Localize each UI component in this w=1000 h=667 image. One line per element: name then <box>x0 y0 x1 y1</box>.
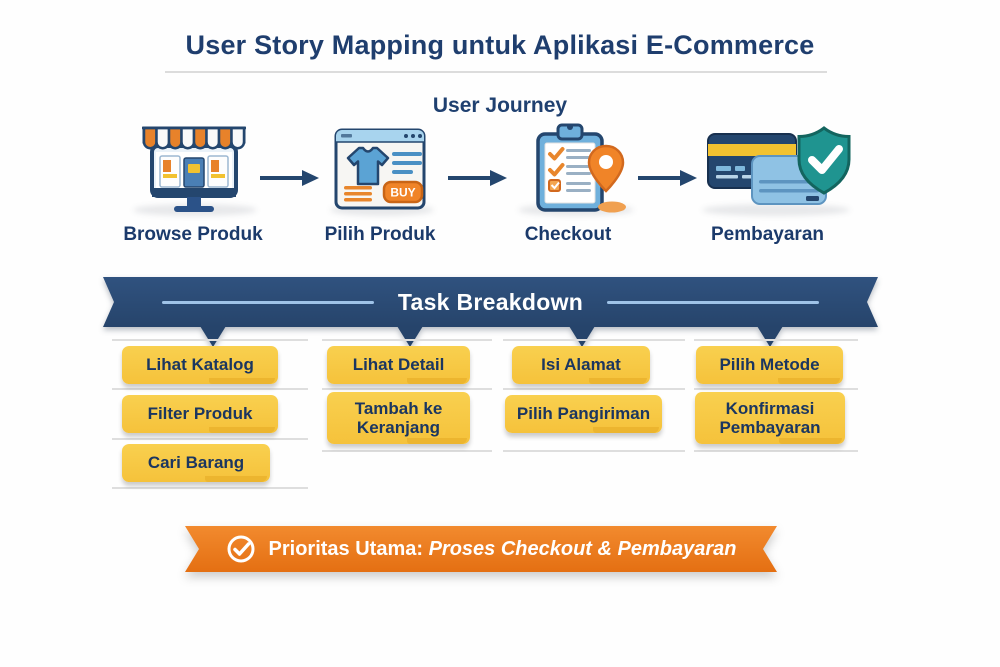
priority-emphasis: Proses Checkout & Pembayaran <box>428 537 737 560</box>
svg-text:BUY: BUY <box>390 186 415 200</box>
lane-separator <box>112 438 308 440</box>
lane-separator <box>503 450 685 452</box>
task-note: Filter Produk <box>122 395 278 433</box>
page-title: User Story Mapping untuk Aplikasi E-Comm… <box>185 30 815 60</box>
lane-separator <box>112 388 308 390</box>
lane-separator <box>322 388 492 390</box>
journey-step-label: Checkout <box>524 224 612 245</box>
lane-separator <box>503 388 685 390</box>
priority-ribbon: Prioritas Utama: Proses Checkout & Pemba… <box>185 526 777 572</box>
task-note: Tambah ke Keranjang <box>327 392 470 444</box>
banner-pointer-tab <box>569 326 595 347</box>
checkout-clipboard-icon <box>536 123 626 213</box>
task-note: Cari Barang <box>122 444 270 482</box>
journey-step-label: Pilih Produk <box>324 224 436 245</box>
banner-rule-right <box>607 301 819 304</box>
product-page-icon: BUY <box>334 128 426 210</box>
journey-step-label: Pembayaran <box>710 224 824 245</box>
check-circle-icon <box>226 534 256 564</box>
lane-separator <box>112 339 308 341</box>
lane-separator <box>694 388 858 390</box>
title-divider <box>165 71 827 73</box>
lane-separator <box>503 339 685 341</box>
payment-shield-icon <box>707 126 851 205</box>
priority-text: Prioritas Utama: Proses Checkout & Pemba… <box>269 538 737 561</box>
ground-shadow <box>702 204 850 216</box>
arrow-right-icon <box>260 170 319 186</box>
lane-separator <box>112 487 308 489</box>
task-note: Isi Alamat <box>512 346 650 384</box>
journey-heading: User Journey <box>432 94 568 117</box>
banner-rule-left <box>162 301 374 304</box>
lane-separator <box>694 450 858 452</box>
lane-separator <box>322 450 492 452</box>
banner-pointer-tab <box>200 326 226 347</box>
task-note: Pilih Pangiriman <box>505 395 662 433</box>
task-breakdown-heading: Task Breakdown <box>397 288 584 315</box>
task-breakdown-banner: Task Breakdown <box>103 277 878 349</box>
arrow-right-icon <box>638 170 697 186</box>
storefront-icon <box>142 126 246 212</box>
task-note: Lihat Detail <box>327 346 470 384</box>
priority-ribbon-body: Prioritas Utama: Proses Checkout & Pemba… <box>185 526 777 572</box>
lane-separator <box>322 339 492 341</box>
lane-separator <box>694 339 858 341</box>
task-note: Lihat Katalog <box>122 346 278 384</box>
banner-pointer-tab <box>397 326 423 347</box>
journey-step-label: Browse Produk <box>123 224 263 245</box>
priority-prefix: Prioritas Utama: <box>268 537 429 560</box>
task-breakdown-ribbon: Task Breakdown <box>103 277 878 327</box>
banner-pointer-tab <box>757 326 783 347</box>
arrow-right-icon <box>448 170 507 186</box>
task-note: Konfirmasi Pembayaran <box>695 392 845 444</box>
task-note: Pilih Metode <box>696 346 843 384</box>
